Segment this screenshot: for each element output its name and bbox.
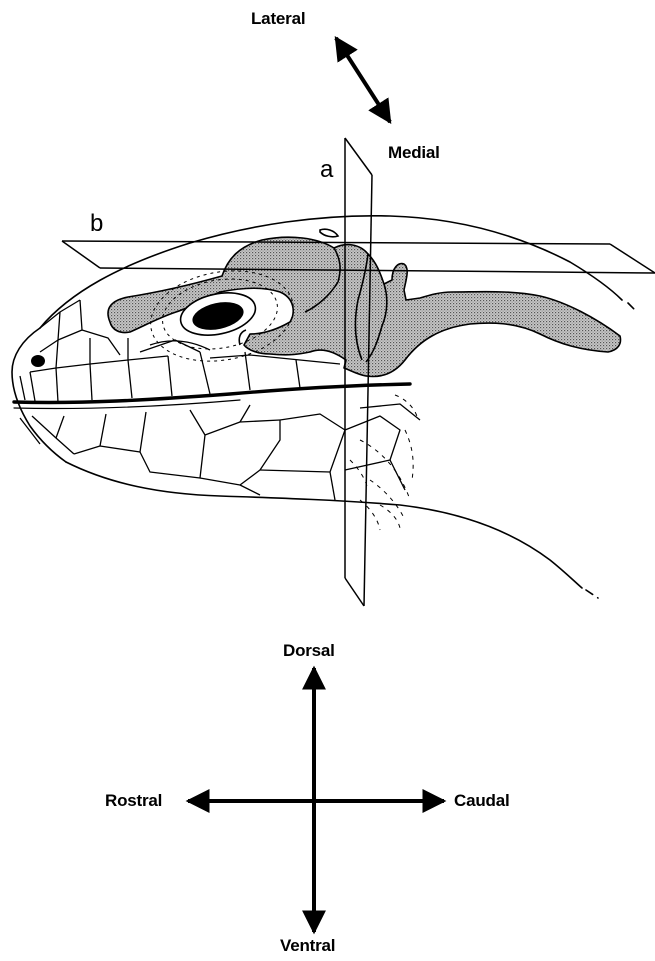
lateral-medial-arrow — [336, 38, 390, 122]
nostril — [31, 355, 45, 367]
throat-texture — [350, 395, 418, 530]
rostral-label: Rostral — [105, 792, 162, 809]
orientation-cross — [188, 668, 444, 932]
plane-a-label: a — [320, 158, 333, 182]
medial-label: Medial — [388, 144, 440, 161]
lateral-label: Lateral — [251, 10, 305, 27]
caudal-label: Caudal — [454, 792, 509, 809]
brain-stippled — [108, 237, 620, 376]
plane-b-label: b — [90, 212, 103, 236]
dorsal-label: Dorsal — [283, 642, 335, 659]
ventral-label: Ventral — [280, 937, 335, 954]
